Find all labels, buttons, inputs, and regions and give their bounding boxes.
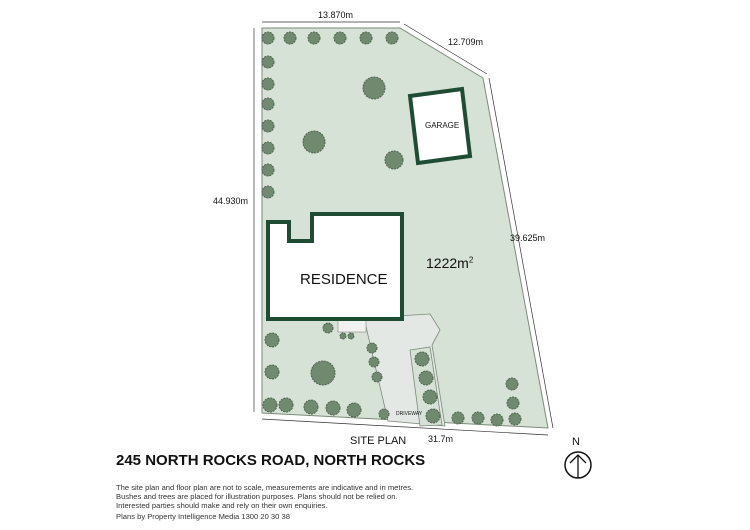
tree-icon [307, 31, 321, 45]
tree-icon [261, 119, 275, 133]
north-arrow-head [569, 454, 587, 464]
tree-icon [261, 163, 275, 177]
tree-icon [322, 322, 334, 334]
tree-icon [378, 408, 390, 420]
credit-line: Plans by Property Intelligence Media 130… [116, 512, 290, 521]
tree-icon [261, 55, 275, 69]
tree-icon [310, 360, 336, 386]
tree-icon [490, 413, 504, 427]
trees [261, 31, 522, 427]
tree-icon [325, 400, 341, 416]
lot-area: 1222m2 [426, 255, 473, 271]
tree-icon [506, 396, 520, 410]
dimension-top-right: 12.709m [448, 37, 484, 47]
tree-icon [262, 397, 278, 413]
area-unit-sup: 2 [468, 255, 474, 265]
dimension-right: 39.625m [510, 233, 546, 243]
tree-icon [418, 370, 434, 386]
tree-icon [366, 342, 378, 354]
tree-icon [278, 397, 294, 413]
dimension-left: 44.930m [213, 196, 249, 206]
tree-icon [261, 77, 275, 91]
tree-icon [347, 332, 355, 340]
driveway-label: DRIVEWAY [396, 411, 423, 417]
tree-icon [385, 31, 399, 45]
dimension-bottom: 31.7m [428, 434, 454, 444]
tree-icon [302, 130, 326, 154]
tree-icon [261, 31, 275, 45]
tree-icon [264, 364, 280, 380]
tree-icon [451, 411, 465, 425]
tree-icon [303, 399, 319, 415]
tree-icon [505, 377, 519, 391]
area-value: 1222m [426, 255, 469, 271]
tree-icon [414, 351, 430, 367]
tree-icon [346, 402, 362, 418]
tree-icon [261, 141, 275, 155]
dim-line-bottom [261, 418, 549, 436]
tree-icon [371, 371, 383, 383]
tree-icon [359, 31, 373, 45]
garage-label: GARAGE [425, 121, 460, 130]
site-plan-label: SITE PLAN [350, 435, 407, 447]
garage-outline [407, 86, 473, 166]
disclaimer-line-1: The site plan and floor plan are not to … [116, 483, 414, 492]
tree-icon [368, 356, 380, 368]
porch [337, 319, 367, 333]
garden-strip [409, 346, 443, 427]
tree-icon [422, 389, 438, 405]
property-address: 245 NORTH ROCKS ROAD, NORTH ROCKS [116, 452, 426, 469]
tree-icon [333, 31, 347, 45]
tree-icon [384, 150, 404, 170]
tree-icon [339, 332, 347, 340]
tree-icon [508, 412, 522, 426]
north-label: N [572, 436, 580, 448]
residence-outline [266, 212, 404, 321]
dim-line-top-right [403, 23, 488, 75]
tree-icon [261, 97, 275, 111]
disclaimer-line-3: Interested parties should make and rely … [116, 501, 328, 510]
tree-icon [471, 411, 485, 425]
tree-icon [425, 408, 441, 424]
dim-line-right [488, 77, 554, 429]
tree-icon [261, 185, 275, 199]
residence-label: RESIDENCE [300, 271, 388, 288]
dimension-top: 13.870m [318, 10, 354, 20]
tree-icon [264, 332, 280, 348]
disclaimer-line-2: Bushes and trees are placed for illustra… [116, 492, 398, 501]
tree-icon [362, 76, 386, 100]
tree-icon [283, 31, 297, 45]
